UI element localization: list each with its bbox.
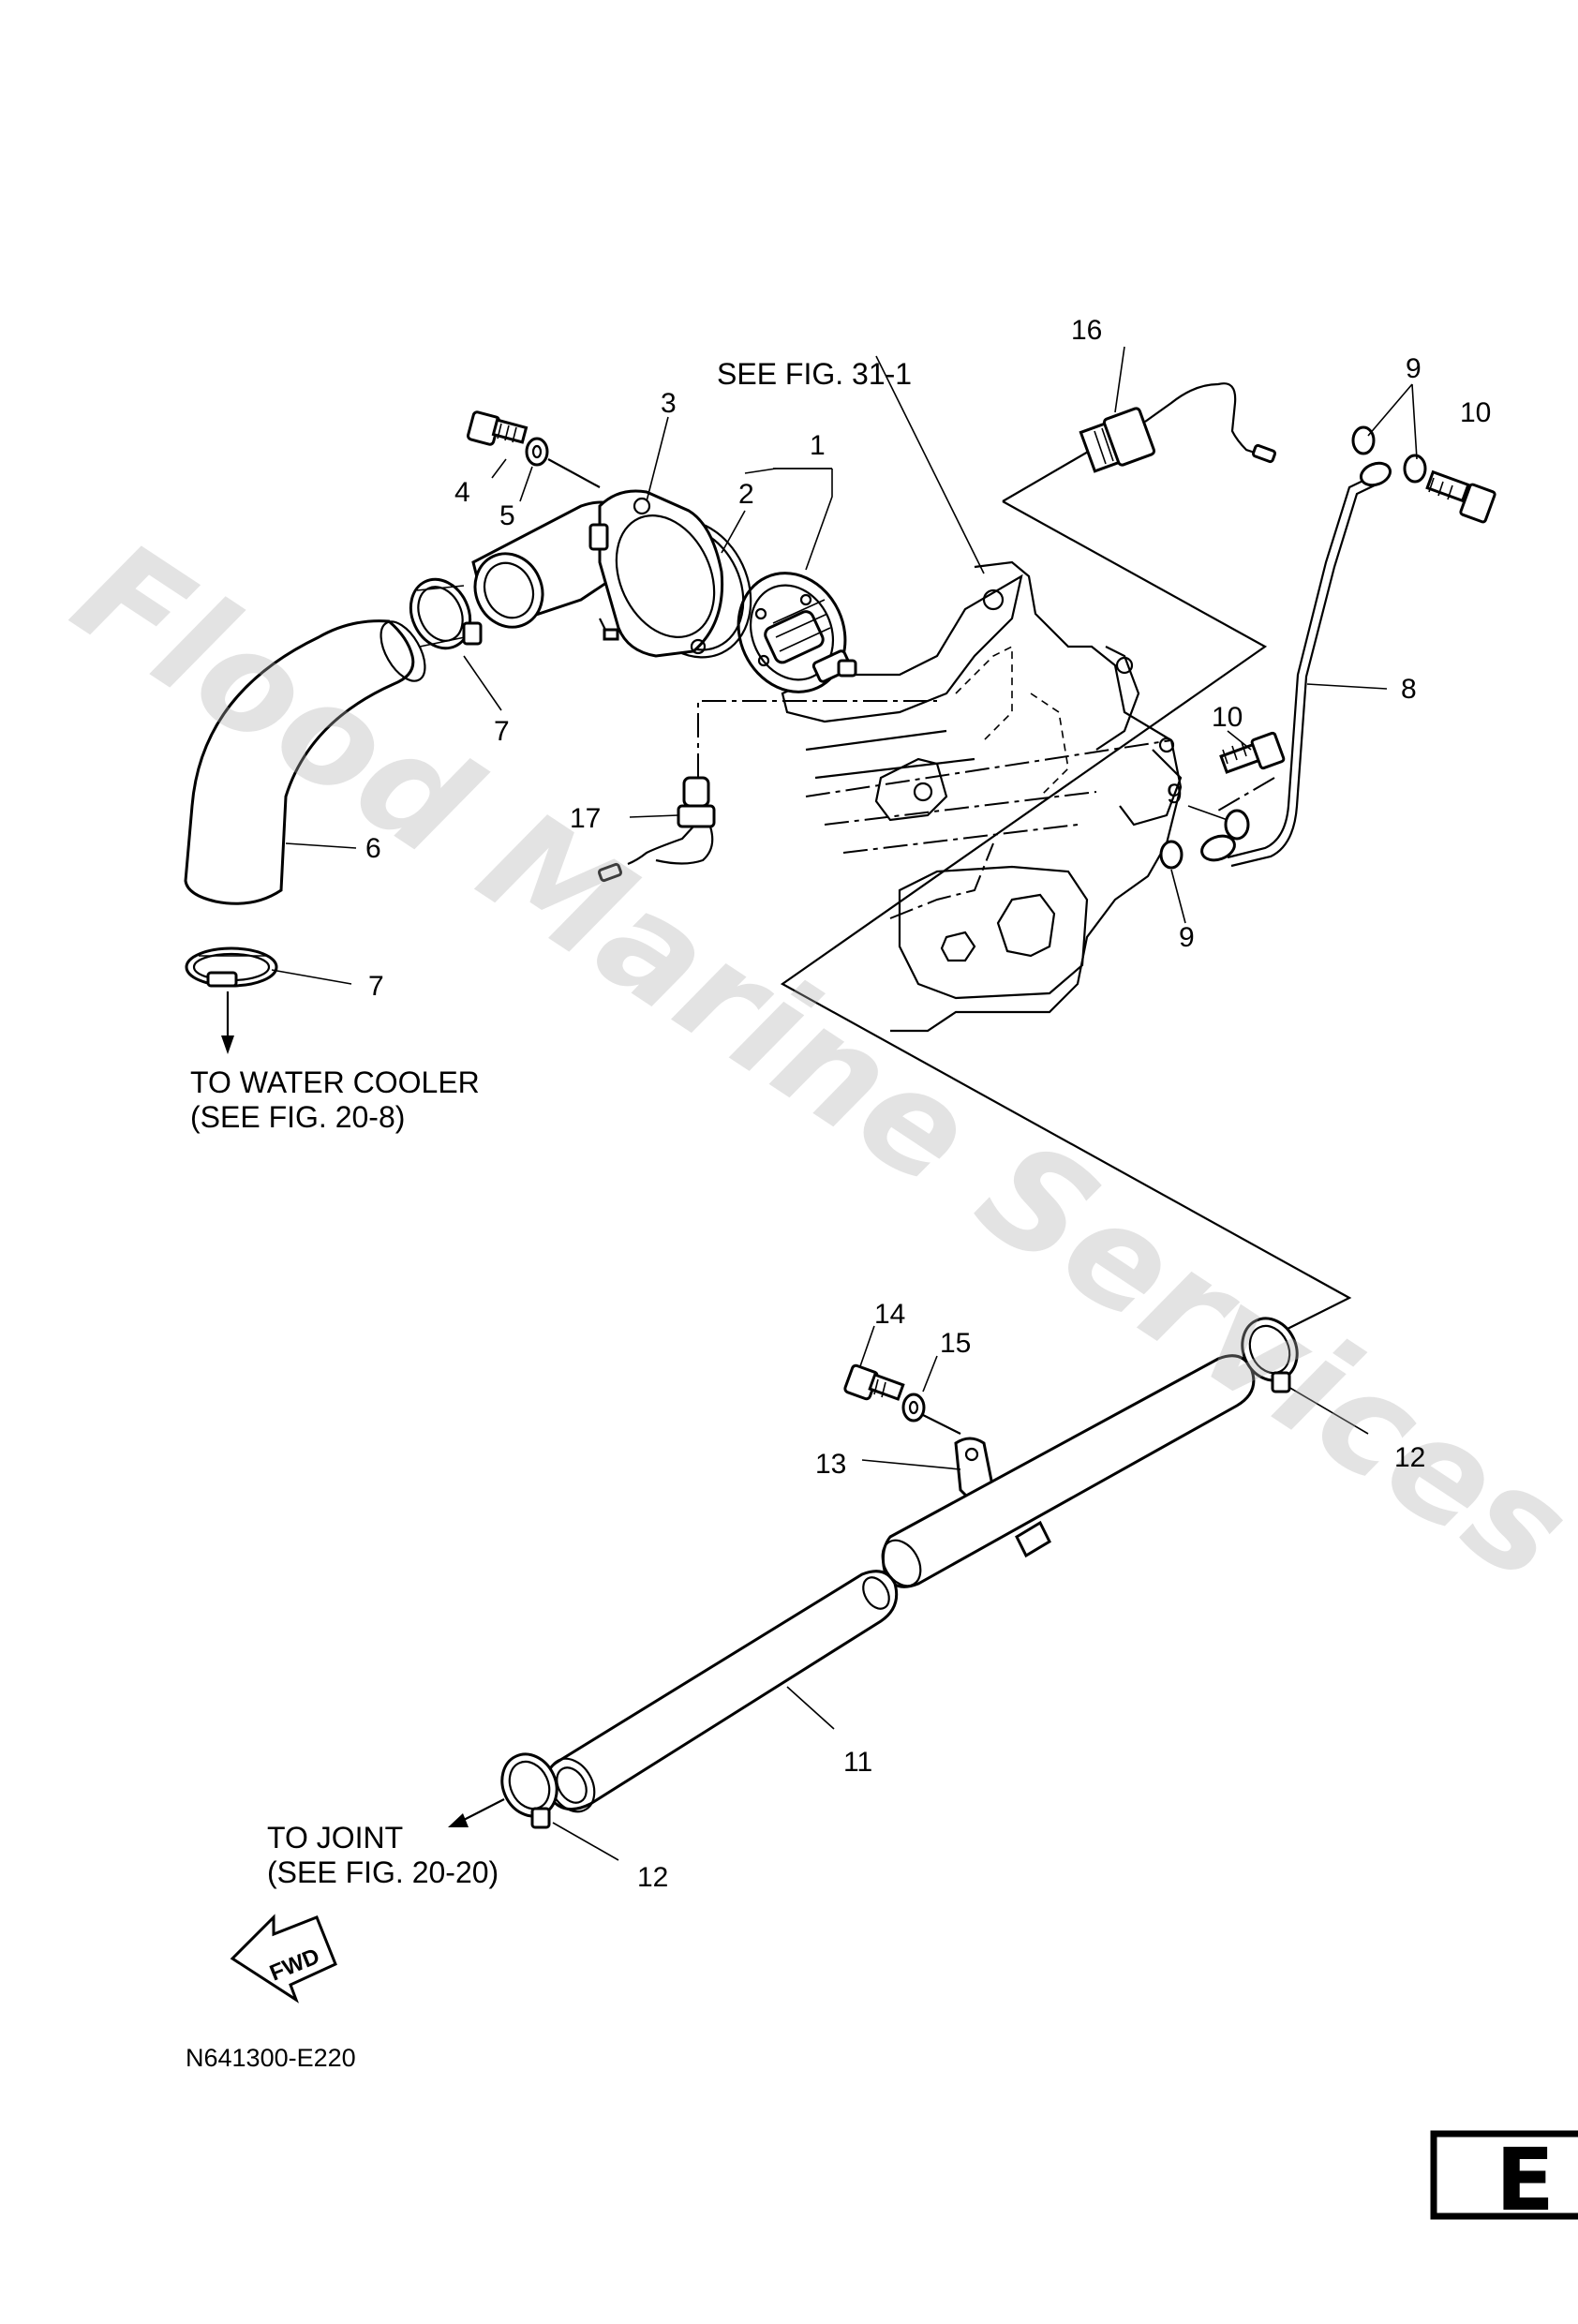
part-5-washer <box>525 437 601 488</box>
note-water-cooler-line2: (SEE FIG. 20-8) <box>190 1100 405 1134</box>
part-16-sensor <box>1079 382 1277 473</box>
drawing-code: N641300-E220 <box>186 2044 356 2072</box>
label-part-7-lower: 7 <box>368 971 384 1002</box>
label-part-6: 6 <box>365 833 381 864</box>
part-9-washer-set <box>1159 425 1427 870</box>
label-part-10-lower: 10 <box>1212 702 1243 733</box>
note-see-fig-31-1: SEE FIG. 31-1 <box>717 357 912 391</box>
label-part-10-upper: 10 <box>1460 397 1491 428</box>
label-part-14: 14 <box>874 1299 905 1330</box>
note-joint-line2: (SEE FIG. 20-20) <box>267 1855 499 1889</box>
part-14-bolt <box>843 1363 905 1401</box>
part-11-tube-lower <box>544 1570 899 1813</box>
label-part-4: 4 <box>454 477 470 508</box>
label-part-9-mid: 9 <box>1167 779 1183 810</box>
label-part-17: 17 <box>570 803 601 834</box>
engine-block-outline <box>781 560 1183 1033</box>
note-water-cooler-line1: TO WATER COOLER <box>190 1065 480 1099</box>
part-1-thermostat <box>737 572 857 693</box>
part-6-hose <box>184 619 426 905</box>
label-part-12-lower: 12 <box>637 1862 668 1893</box>
part-labels: 1 2 3 4 5 6 7 7 8 9 9 9 10 10 11 12 12 1… <box>365 315 1491 1893</box>
note-joint-line1: TO JOINT <box>267 1821 403 1855</box>
label-part-5: 5 <box>499 500 515 531</box>
section-letter-box: E <box>1430 2130 1578 2230</box>
flow-arrow-icon <box>448 1798 505 1827</box>
leader-lines <box>271 346 1418 1861</box>
part-7-clamp-upper <box>409 577 483 650</box>
label-part-15: 15 <box>940 1328 971 1359</box>
label-part-2: 2 <box>738 479 754 510</box>
label-part-7-upper: 7 <box>494 716 510 747</box>
part-11-tube-upper <box>881 1354 1256 1588</box>
part-12-clamp-upper <box>1241 1317 1299 1393</box>
section-letter: E <box>1496 2130 1555 2230</box>
label-part-16: 16 <box>1071 315 1102 346</box>
label-part-3: 3 <box>661 388 677 419</box>
part-15-washer <box>901 1393 961 1435</box>
fwd-arrow-icon: FWD <box>230 1914 337 2004</box>
part-8-pipe <box>1200 461 1392 868</box>
part-17-sensor <box>597 700 937 883</box>
part-3-housing <box>471 489 724 658</box>
part-4-bolt <box>466 410 528 446</box>
part-10-bolt-lower <box>1217 731 1286 812</box>
label-part-9-top: 9 <box>1406 353 1422 384</box>
part-10-bolt-upper <box>1425 469 1496 524</box>
label-part-9-low: 9 <box>1179 922 1195 953</box>
callout-frame <box>780 447 1352 1341</box>
label-part-13: 13 <box>815 1449 846 1480</box>
label-part-11: 11 <box>843 1747 872 1778</box>
flow-arrow-icon <box>221 991 234 1054</box>
part-12-clamp-lower <box>500 1752 558 1829</box>
part-7-clamp-lower <box>185 946 278 988</box>
label-part-8: 8 <box>1401 674 1417 705</box>
label-part-12-upper: 12 <box>1394 1442 1425 1473</box>
label-part-1: 1 <box>810 430 826 461</box>
